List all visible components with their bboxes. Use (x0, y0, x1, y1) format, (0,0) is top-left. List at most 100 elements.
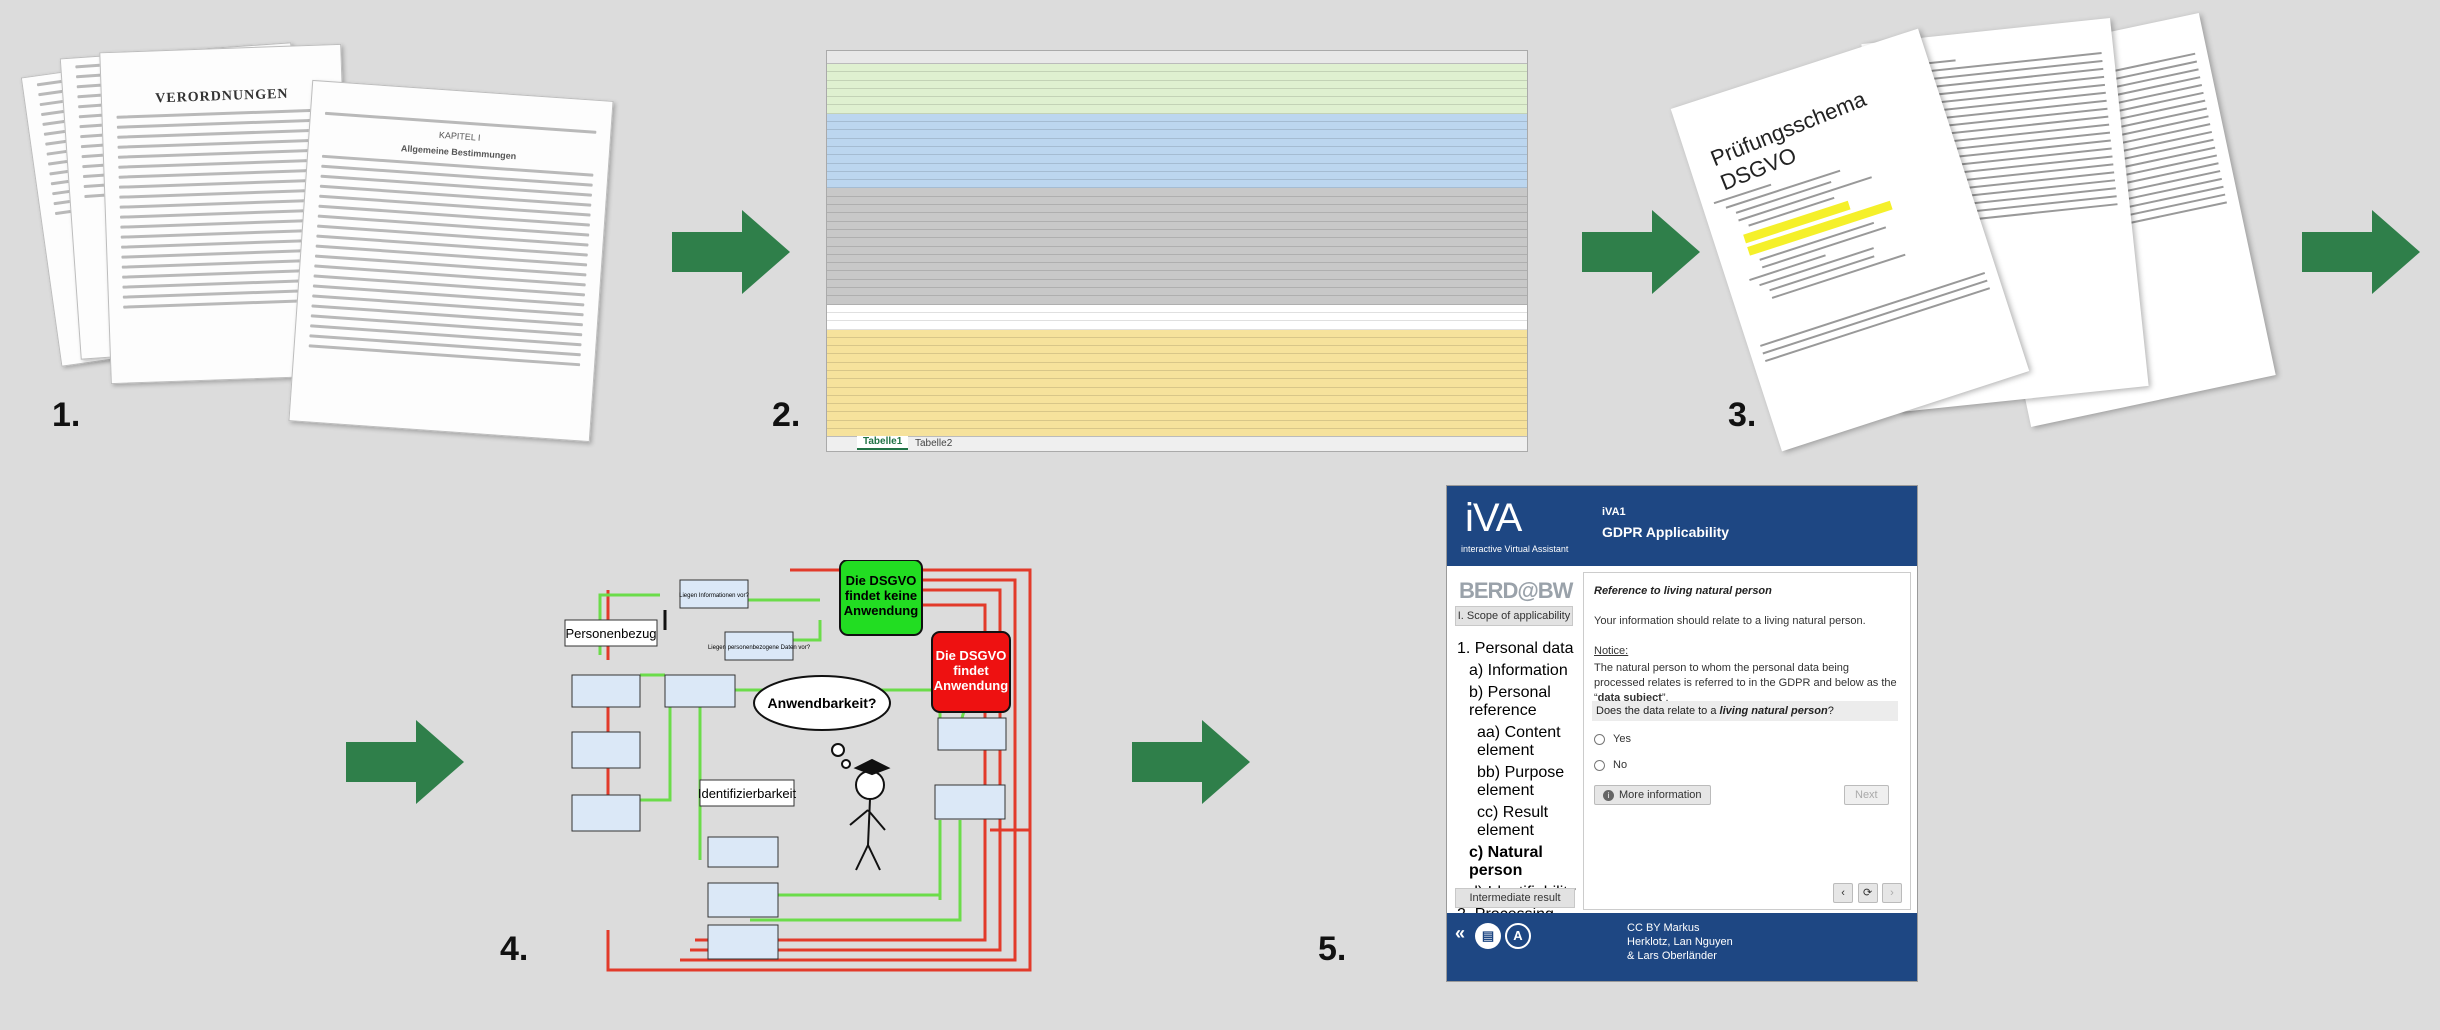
spreadsheet: Tabelle1 Tabelle2 (826, 50, 1528, 452)
step-label-4: 4. (500, 930, 529, 968)
app-header: iVA interactive Virtual Assistant iVA1 G… (1447, 486, 1917, 566)
sidebar-nav-item[interactable]: cc) Result element (1477, 804, 1549, 839)
spreadsheet-row (827, 296, 1527, 305)
spreadsheet-row (827, 312, 1527, 322)
question-personal-data-label: Liegen personenbezogene Daten vor? (708, 645, 811, 651)
spreadsheet-row (827, 229, 1527, 239)
info-icon: i (1603, 790, 1614, 801)
spreadsheet-row (827, 354, 1527, 363)
identifiability-label: Identifizierbarkeit (698, 786, 797, 801)
spreadsheet-row (827, 88, 1527, 98)
next-button[interactable]: Next (1844, 785, 1889, 805)
document-page-right: KAPITEL I Allgemeine Bestimmungen (288, 79, 614, 443)
question-pre: Does the data relate to a (1596, 705, 1720, 717)
sidebar-nav-item[interactable]: c) Natural person (1469, 844, 1543, 879)
spreadsheet-row (827, 379, 1527, 388)
question-bar: Does the data relate to a living natural… (1592, 701, 1898, 721)
question-box (571, 794, 641, 832)
question-box (934, 784, 1006, 820)
question-box (707, 882, 779, 918)
spreadsheet-row (827, 122, 1527, 131)
thought-cloud (753, 675, 891, 731)
chevron-left-icon[interactable]: ‹ (1833, 883, 1854, 903)
spreadsheet-row (827, 420, 1527, 430)
spreadsheet-row (827, 180, 1527, 189)
spreadsheet-row (827, 196, 1527, 206)
spreadsheet-row (827, 387, 1527, 396)
sidebar-nav-item[interactable]: aa) Content element (1477, 724, 1561, 759)
step-label-5: 5. (1318, 930, 1347, 968)
spreadsheet-row (827, 279, 1527, 289)
spreadsheet-row (827, 246, 1527, 255)
question-box-personal-data (724, 631, 794, 661)
no-apply-box (839, 560, 923, 636)
spreadsheet-rows (827, 64, 1527, 451)
iva-logo-subtitle: interactive Virtual Assistant (1461, 544, 1569, 554)
app-code: iVA1 (1602, 506, 1626, 518)
sidebar-nav: 1. Personal data a) Information b) Persona… (1455, 640, 1579, 928)
spreadsheet-row (827, 370, 1527, 380)
content-heading: Reference to living natural person (1594, 585, 1772, 597)
more-information-label: More information (1619, 789, 1702, 801)
option-no[interactable]: No (1594, 759, 1627, 771)
option-yes-label: Yes (1613, 733, 1631, 745)
step-label-1: 1. (52, 396, 81, 434)
arrow-right-icon (346, 720, 464, 804)
spreadsheet-row (827, 337, 1527, 347)
sidebar-nav-item[interactable]: 1. Personal data (1457, 640, 1574, 657)
sidebar-nav-item[interactable]: bb) Purpose element (1477, 764, 1565, 799)
spreadsheet-row (827, 404, 1527, 413)
arrow-right-icon (1132, 720, 1250, 804)
document-icon[interactable]: ▤ (1475, 923, 1501, 949)
radio-no[interactable] (1594, 759, 1605, 771)
spreadsheet-row (827, 64, 1527, 73)
arrow-right-icon (672, 210, 790, 294)
personal-reference-box (564, 619, 658, 647)
iva-app-window: iVA interactive Virtual Assistant iVA1 G… (1446, 485, 1918, 982)
notice-text-pre: The natural person to whom the personal … (1594, 662, 1897, 704)
option-no-label: No (1613, 759, 1628, 771)
attribution-icon[interactable]: A (1505, 923, 1531, 949)
spreadsheet-row (827, 304, 1527, 313)
spreadsheet-row (827, 155, 1527, 164)
spreadsheet-row (827, 188, 1527, 197)
sheet-tab-2[interactable]: Tabelle2 (915, 438, 953, 449)
sheet-tab-1[interactable]: Tabelle1 (857, 436, 909, 450)
radio-yes[interactable] (1594, 733, 1605, 745)
step-label-3: 3. (1728, 396, 1757, 434)
spreadsheet-row (827, 263, 1527, 272)
question-box (664, 674, 736, 708)
question-box (571, 731, 641, 769)
spreadsheet-row (827, 138, 1527, 147)
document-title: VERORDNUNGEN (155, 86, 289, 107)
spreadsheet-row (827, 412, 1527, 421)
spreadsheet-row (827, 72, 1527, 81)
spreadsheet-row (827, 395, 1527, 405)
apply-box (931, 631, 1011, 713)
spreadsheet-row (827, 80, 1527, 89)
brand-logo: BERD@BW (1459, 578, 1573, 603)
chevron-right-icon[interactable]: › (1882, 883, 1902, 903)
spreadsheet-row (827, 130, 1527, 139)
more-information-button[interactable]: i More information (1594, 785, 1711, 805)
footer-credit: CC BY Markus Herklotz, Lan Nguyen & Lars… (1627, 922, 1733, 962)
spreadsheet-row (827, 288, 1527, 297)
sidebar-nav-item[interactable]: a) Information (1469, 662, 1568, 679)
sheet-tab-bar: Tabelle1 Tabelle2 (827, 436, 1527, 451)
question-box-info (679, 579, 749, 609)
step-label-2: 2. (772, 396, 801, 434)
intermediate-result-button[interactable]: Intermediate result (1455, 888, 1575, 908)
sidebar-nav-item[interactable]: b) Personal reference (1469, 684, 1551, 719)
section-header-scope[interactable]: I. Scope of applicability (1455, 606, 1573, 626)
collapse-icon[interactable]: « (1455, 923, 1466, 943)
refresh-icon[interactable]: ⟳ (1857, 883, 1878, 903)
question-info-label: Liegen Informationen vor? (679, 593, 749, 599)
spreadsheet-row (827, 254, 1527, 264)
spreadsheet-row (827, 105, 1527, 114)
spreadsheet-row (827, 205, 1527, 214)
option-yes[interactable]: Yes (1594, 733, 1631, 745)
iva-logo: iVA (1465, 496, 1522, 540)
question-box (571, 674, 641, 708)
spreadsheet-row (827, 238, 1527, 247)
question-box (937, 717, 1007, 751)
